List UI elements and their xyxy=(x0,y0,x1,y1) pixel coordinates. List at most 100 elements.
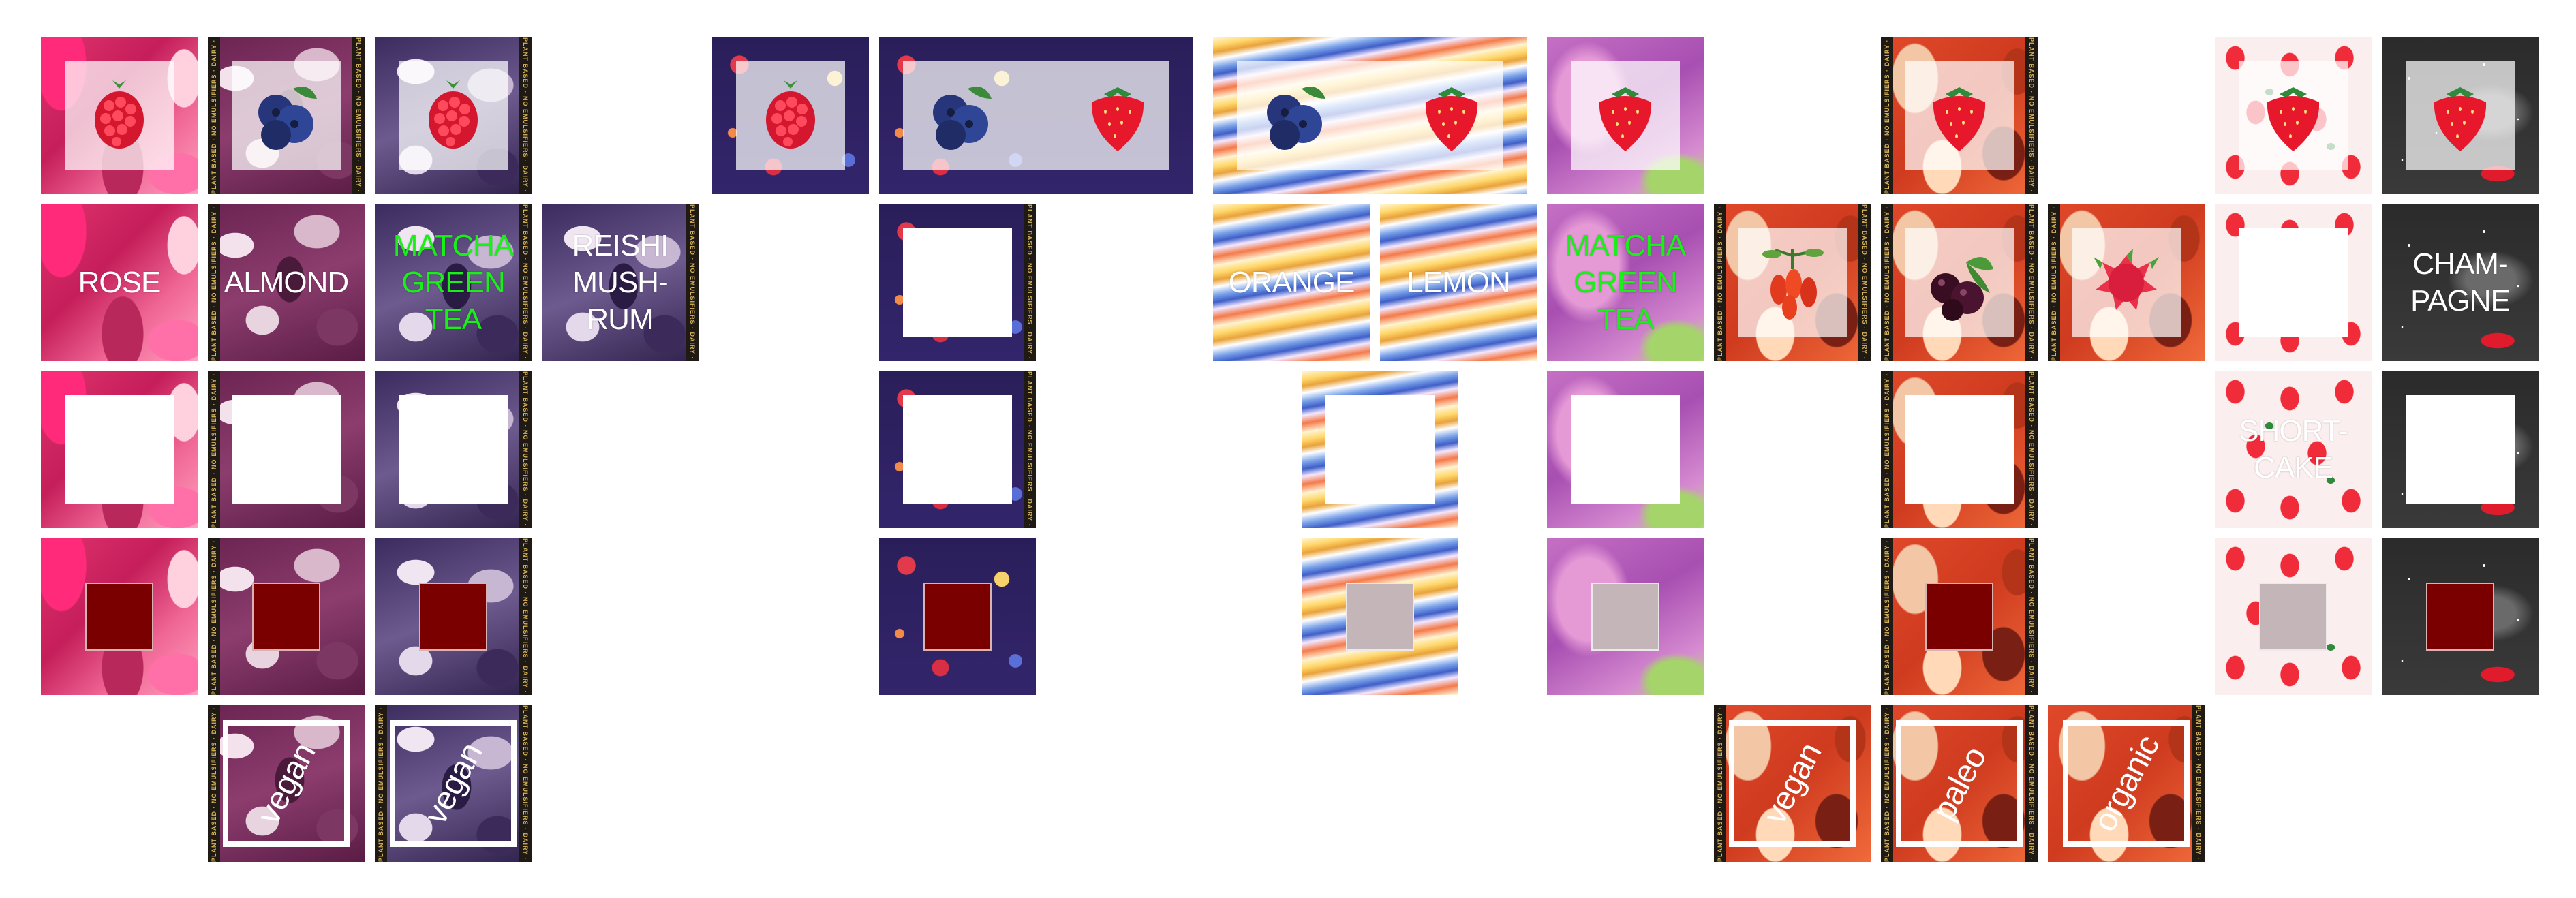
flavor-label-champagne: CHAM- PAGNE xyxy=(2410,247,2511,318)
tile-swatch-berry[interactable] xyxy=(879,538,1036,695)
tile-acai-red[interactable]: PLANT BASED · NO EMULSIFIERS · DAIRY · S… xyxy=(1881,204,2038,361)
side-strip: PLANT BASED · NO EMULSIFIERS · DAIRY · S… xyxy=(1858,204,1871,361)
tile-champagne[interactable]: CHAM- PAGNE xyxy=(2382,204,2539,361)
tile-blank-red[interactable]: PLANT BASED · NO EMULSIFIERS · DAIRY · S… xyxy=(1881,371,2038,528)
tile-swatch-pink[interactable] xyxy=(41,538,198,695)
flavor-label-lemon: LEMON xyxy=(1407,266,1510,299)
flavor-label-orange: ORANGE xyxy=(1228,266,1355,299)
tile-blank-camo2[interactable]: PLANT BASED · NO EMULSIFIERS · DAIRY · S… xyxy=(375,371,532,528)
tile-shortcake[interactable]: SHORT- CAKE xyxy=(2215,371,2372,528)
side-strip: PLANT BASED · NO EMULSIFIERS · DAIRY · S… xyxy=(1714,204,1726,361)
blank-panel xyxy=(399,395,508,504)
side-strip: PLANT BASED · NO EMULSIFIERS · DAIRY · S… xyxy=(1881,204,1893,361)
tile-matcha[interactable]: PLANT BASED · NO EMULSIFIERS · DAIRY · S… xyxy=(375,204,532,361)
tile-swatch-purple[interactable] xyxy=(1547,538,1704,695)
tile-strawberry-red[interactable]: PLANT BASED · NO EMULSIFIERS · DAIRY · S… xyxy=(1881,37,2038,194)
tile-strawberry-champ[interactable] xyxy=(2382,37,2539,194)
side-strip: PLANT BASED · NO EMULSIFIERS · DAIRY · S… xyxy=(208,37,220,194)
tile-vegan-camo[interactable]: PLANT BASED · NO EMULSIFIERS · DAIRY · S… xyxy=(208,705,365,862)
color-swatch xyxy=(252,583,320,651)
tile-swatch-straw[interactable] xyxy=(2215,538,2372,695)
flavor-label-rose: ROSE xyxy=(78,266,162,299)
tile-raspberry-berry[interactable] xyxy=(712,37,869,194)
side-strip: PLANT BASED · NO EMULSIFIERS · DAIRY · S… xyxy=(1881,538,1893,695)
tile-raspberry-pink[interactable] xyxy=(41,37,198,194)
side-strip: PLANT BASED · NO EMULSIFIERS · DAIRY · S… xyxy=(1024,371,1036,528)
color-swatch xyxy=(1591,583,1659,651)
blank-panel xyxy=(903,395,1012,504)
side-strip: PLANT BASED · NO EMULSIFIERS · DAIRY · S… xyxy=(2025,538,2038,695)
side-strip: PLANT BASED · NO EMULSIFIERS · DAIRY · S… xyxy=(1881,371,1893,528)
tile-strawberry-purple[interactable] xyxy=(1547,37,1704,194)
color-swatch xyxy=(1925,583,1993,651)
side-strip: PLANT BASED · NO EMULSIFIERS · DAIRY · S… xyxy=(2192,705,2205,862)
strawberry-icon xyxy=(1091,87,1144,151)
white-frame xyxy=(1896,720,2023,847)
tile-swatch-camo2[interactable]: PLANT BASED · NO EMULSIFIERS · DAIRY · S… xyxy=(375,538,532,695)
tile-strawberry-straw[interactable] xyxy=(2215,37,2372,194)
tile-matcha-purple[interactable]: MATCHA GREEN TEA xyxy=(1547,204,1704,361)
white-frame xyxy=(2063,720,2190,847)
diet-label-paleo: paleo xyxy=(1925,741,1993,826)
tile-almond[interactable]: PLANT BASED · NO EMULSIFIERS · DAIRY · S… xyxy=(208,204,365,361)
tile-blank-pink[interactable] xyxy=(41,371,198,528)
side-strip: PLANT BASED · NO EMULSIFIERS · DAIRY · S… xyxy=(519,37,532,194)
tile-swatch-marble[interactable] xyxy=(1302,538,1458,695)
side-strip: PLANT BASED · NO EMULSIFIERS · DAIRY · S… xyxy=(2025,37,2038,194)
tile-blank-camo[interactable]: PLANT BASED · NO EMULSIFIERS · DAIRY · S… xyxy=(208,371,365,528)
tile-goji-red[interactable]: PLANT BASED · NO EMULSIFIERS · DAIRY · S… xyxy=(1714,204,1871,361)
blank-panel xyxy=(1905,395,2014,504)
tile-blueberry-strawberry-berry[interactable] xyxy=(879,37,1193,194)
tile-blank-purple[interactable] xyxy=(1547,371,1704,528)
side-strip: PLANT BASED · NO EMULSIFIERS · DAIRY · S… xyxy=(519,204,532,361)
acai-berry-icon xyxy=(1931,257,1993,321)
side-strip: PLANT BASED · NO EMULSIFIERS · DAIRY · S… xyxy=(1024,204,1036,361)
diet-label-vegan: vegan xyxy=(417,737,489,830)
raspberry-icon xyxy=(429,80,478,149)
flavor-label-matcha: MATCHA GREEN TEA xyxy=(393,229,515,336)
side-strip: PLANT BASED · NO EMULSIFIERS · DAIRY · S… xyxy=(2025,204,2038,361)
blank-panel xyxy=(1571,395,1680,504)
color-swatch xyxy=(1346,583,1414,651)
tile-orange[interactable]: ORANGE xyxy=(1213,204,1370,361)
blueberry-icon xyxy=(933,87,992,150)
tile-vegan-camo2[interactable]: PLANT BASED · NO EMULSIFIERS · DAIRY · S… xyxy=(375,705,532,862)
tile-swatch-champ[interactable] xyxy=(2382,538,2539,695)
tile-blank-marble[interactable] xyxy=(1302,371,1458,528)
raspberry-icon xyxy=(766,80,815,149)
strawberry-icon xyxy=(1599,87,1652,151)
tile-blank-straw[interactable] xyxy=(2215,204,2372,361)
blank-panel xyxy=(2406,395,2515,504)
side-strip: PLANT BASED · NO EMULSIFIERS · DAIRY · S… xyxy=(1881,37,1893,194)
side-strip: PLANT BASED · NO EMULSIFIERS · DAIRY · S… xyxy=(2025,705,2038,862)
dragon-fruit-icon xyxy=(2094,249,2159,310)
tile-blueberry-strawberry-marble[interactable] xyxy=(1213,37,1527,194)
side-strip: PLANT BASED · NO EMULSIFIERS · DAIRY · S… xyxy=(352,37,365,194)
tile-organic-red[interactable]: PLANT BASED · NO EMULSIFIERS · DAIRY · S… xyxy=(2048,705,2205,862)
tile-raspberry-camo[interactable]: PLANT BASED · NO EMULSIFIERS · DAIRY · S… xyxy=(375,37,532,194)
tile-reishi[interactable]: PLANT BASED · NO EMULSIFIERS · DAIRY · S… xyxy=(542,204,699,361)
tile-blank-berry-2[interactable]: PLANT BASED · NO EMULSIFIERS · DAIRY · S… xyxy=(879,371,1036,528)
side-strip: PLANT BASED · NO EMULSIFIERS · DAIRY · S… xyxy=(2048,204,2060,361)
white-frame xyxy=(390,720,517,847)
goji-berry-icon xyxy=(1762,249,1824,320)
tile-blueberry-camo[interactable]: PLANT BASED · NO EMULSIFIERS · DAIRY · S… xyxy=(208,37,365,194)
white-frame xyxy=(223,720,350,847)
tile-paleo-red[interactable]: PLANT BASED · NO EMULSIFIERS · DAIRY · S… xyxy=(1881,705,2038,862)
strawberry-icon xyxy=(2267,87,2320,151)
blueberry-icon xyxy=(258,87,317,150)
tile-rose[interactable]: ROSE xyxy=(41,204,198,361)
tile-vegan-red[interactable]: PLANT BASED · NO EMULSIFIERS · DAIRY · S… xyxy=(1714,705,1871,862)
tile-blank-berry-1[interactable]: PLANT BASED · NO EMULSIFIERS · DAIRY · S… xyxy=(879,204,1036,361)
flavor-label-shortcake: SHORT- CAKE xyxy=(2239,414,2348,484)
tile-swatch-red[interactable]: PLANT BASED · NO EMULSIFIERS · DAIRY · S… xyxy=(1881,538,2038,695)
diet-label-organic: organic xyxy=(2086,730,2166,837)
tile-blank-champ[interactable] xyxy=(2382,371,2539,528)
tile-dragonfruit-red[interactable]: PLANT BASED · NO EMULSIFIERS · DAIRY · S… xyxy=(2048,204,2205,361)
side-strip: PLANT BASED · NO EMULSIFIERS · DAIRY · S… xyxy=(208,538,220,695)
tile-lemon[interactable]: LEMON xyxy=(1380,204,1537,361)
blank-panel xyxy=(65,395,174,504)
tile-swatch-camo[interactable]: PLANT BASED · NO EMULSIFIERS · DAIRY · S… xyxy=(208,538,365,695)
diet-label-vegan: vegan xyxy=(1756,737,1828,830)
